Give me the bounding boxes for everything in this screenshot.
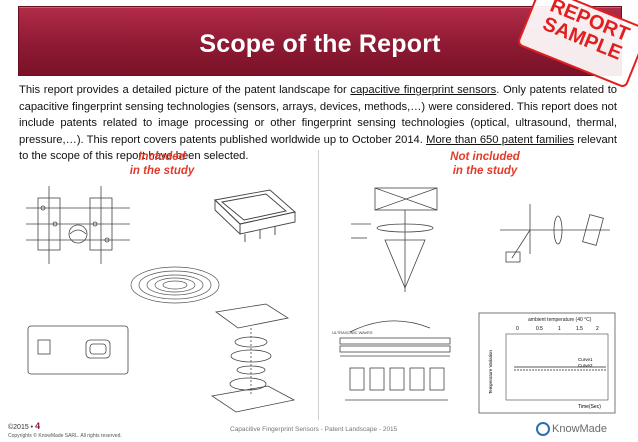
patent-drawing-sensor-module xyxy=(214,189,296,242)
page-prefix: ©2015 • xyxy=(8,424,36,431)
page-number: ©2015 • 4 xyxy=(8,421,40,431)
patent-drawing-circuit xyxy=(26,186,130,264)
not-included-line-1: Not included xyxy=(450,151,520,163)
chart-xtick-1: 0.5 xyxy=(536,326,543,332)
intro-text-3: relevant to the scope of this report hav… xyxy=(19,133,618,163)
chart-xlabel: Time(Sec) xyxy=(578,404,601,410)
knowmade-logo: KnowMade xyxy=(536,422,607,436)
chart-xtick-4: 2 xyxy=(596,326,599,332)
included-label: Included in the study xyxy=(112,150,212,178)
logo-icon xyxy=(536,422,550,436)
patent-drawing-device xyxy=(27,325,129,375)
patent-drawing-fingerprint xyxy=(130,266,220,304)
chart-ylabel: Temperature Variation xyxy=(488,350,493,394)
not-included-line-2: in the study xyxy=(452,165,518,177)
footer-caption: Capacitive Fingerprint Sensors - Patent … xyxy=(230,426,398,433)
chart-xtick-0: 0 xyxy=(516,326,519,332)
capacitive-sensors-link[interactable]: capacitive fingerprint sensors xyxy=(350,84,497,96)
not-included-label: Not included in the study xyxy=(430,150,540,178)
intro-paragraph: This report provides a detailed picture … xyxy=(19,82,617,165)
patent-drawing-optical xyxy=(351,187,438,292)
patent-drawing-ultrasonic: ULTRASONIC WAVES xyxy=(332,320,451,401)
ultrasonic-label: ULTRASONIC WAVES xyxy=(332,330,373,335)
patent-families-link[interactable]: More than 650 patent families xyxy=(426,133,574,146)
temperature-chart: ambient temperature (40 °C) 0 0.5 1 1.5 … xyxy=(478,312,616,414)
chart-legend-1: Curve1 xyxy=(578,357,593,362)
chart-legend-2: Curve2 xyxy=(578,363,593,368)
patent-drawing-exploded-assembly xyxy=(210,303,296,413)
chart-title: ambient temperature (40 °C) xyxy=(528,317,592,323)
column-divider xyxy=(318,150,319,420)
chart-xtick-3: 1.5 xyxy=(576,326,583,332)
logo-text: KnowMade xyxy=(552,422,608,435)
page-number-value: 4 xyxy=(35,421,41,431)
patent-drawing-laser xyxy=(500,204,610,263)
copyright-text: Copyrights © KnowMade SARL. All rights r… xyxy=(8,433,122,439)
included-line-1: Included xyxy=(138,151,186,163)
intro-text-1: This report provides a detailed picture … xyxy=(19,84,351,96)
chart-xtick-2: 1 xyxy=(558,326,561,332)
intro-text-2: . Only patents related to capacitive fin… xyxy=(19,84,618,146)
included-line-2: in the study xyxy=(129,165,195,177)
page-title: Scope of the Report xyxy=(199,30,441,58)
